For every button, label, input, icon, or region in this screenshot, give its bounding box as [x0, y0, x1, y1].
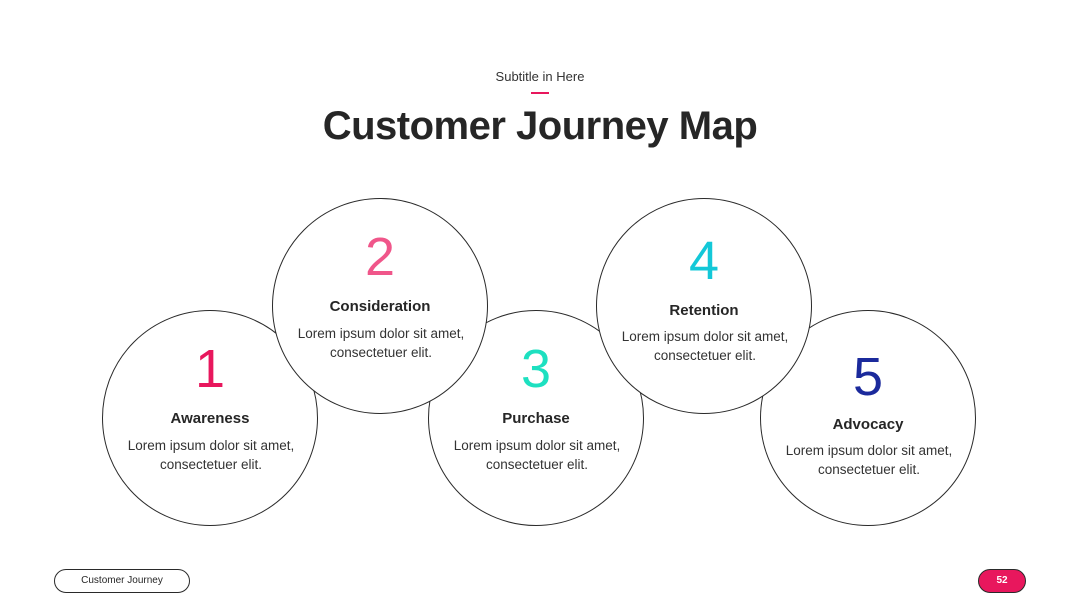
step-name: Retention [669, 302, 739, 319]
step-name: Advocacy [832, 416, 904, 433]
step-name: Consideration [329, 298, 431, 315]
step-description: Lorem ipsum dolor sit amet, consectetuer… [785, 443, 953, 477]
step-number: 2 [364, 227, 396, 287]
subtitle-underline [531, 92, 549, 94]
step-number: 5 [852, 347, 884, 407]
step-circle-4: 4 Retention Lorem ipsum dolor sit amet, … [596, 198, 812, 414]
step-description: Lorem ipsum dolor sit amet, consectetuer… [621, 329, 789, 363]
footer-section-label: Customer Journey [54, 569, 190, 593]
step-description: Lorem ipsum dolor sit amet, consectetuer… [127, 438, 295, 472]
subtitle: Subtitle in Here [495, 69, 585, 84]
step-description: Lorem ipsum dolor sit amet, consectetuer… [297, 326, 465, 360]
step-number: 4 [688, 231, 720, 291]
page-number-badge: 52 [978, 569, 1026, 593]
page-title: Customer Journey Map [322, 104, 758, 148]
step-circle-2: 2 Consideration Lorem ipsum dolor sit am… [272, 198, 488, 414]
step-number: 3 [520, 339, 552, 399]
step-name: Awareness [170, 410, 250, 427]
step-name: Purchase [502, 410, 570, 427]
step-number: 1 [194, 339, 226, 399]
step-description: Lorem ipsum dolor sit amet, consectetuer… [453, 438, 621, 472]
